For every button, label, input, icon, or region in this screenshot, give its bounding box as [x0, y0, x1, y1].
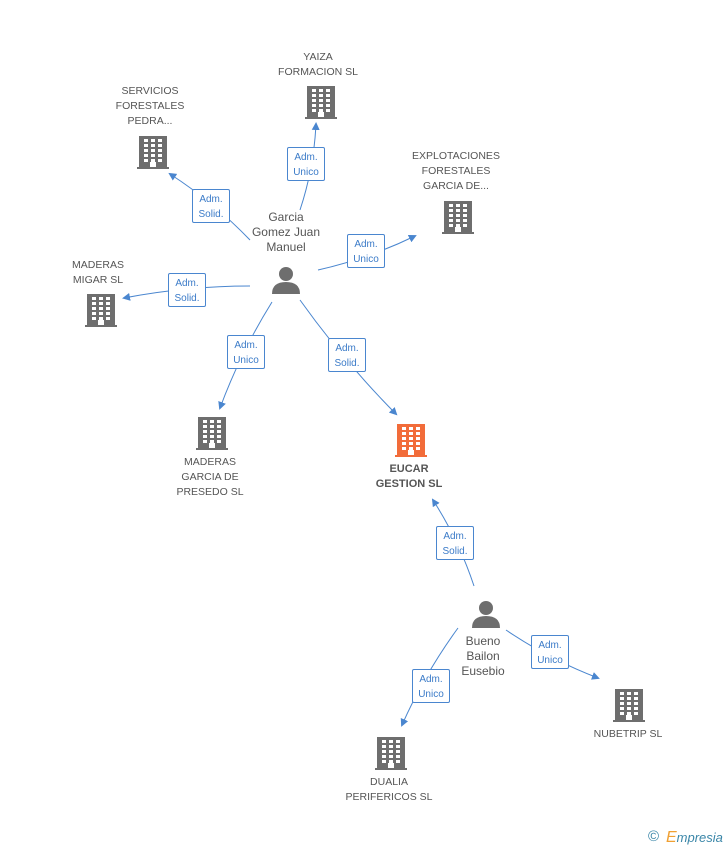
- company-label-maderas_garcia[interactable]: MADERAS GARCIA DE PRESEDO SL: [176, 456, 244, 498]
- person-label-bueno[interactable]: Bueno Bailon Eusebio: [461, 634, 505, 678]
- edge-label-bueno-nubetrip[interactable]: Adm. Unico: [531, 635, 569, 669]
- company-label-dualia[interactable]: DUALIA PERIFERICOS SL: [345, 776, 433, 803]
- building-icon-maderas_garcia[interactable]: [196, 417, 228, 450]
- building-icon-dualia[interactable]: [375, 737, 407, 770]
- company-label-nubetrip[interactable]: NUBETRIP SL: [593, 728, 663, 740]
- company-label-servicios[interactable]: SERVICIOS FORESTALES PEDRA...: [115, 85, 185, 127]
- edge-label-garcia-yaiza[interactable]: Adm. Unico: [287, 147, 325, 181]
- building-icon-servicios[interactable]: [137, 136, 169, 169]
- company-label-maderas_migar[interactable]: MADERAS MIGAR SL: [72, 259, 124, 286]
- building-icon-yaiza[interactable]: [305, 86, 337, 119]
- edge-label-garcia-explotaciones[interactable]: Adm. Unico: [347, 234, 385, 268]
- edge-label-garcia-maderas_migar[interactable]: Adm. Solid.: [168, 273, 206, 307]
- footer-brand[interactable]: © Empresia: [648, 828, 728, 848]
- building-icon-eucar[interactable]: [395, 424, 427, 457]
- edge-label-garcia-servicios[interactable]: Adm. Solid.: [192, 189, 230, 223]
- person-label-garcia[interactable]: Garcia Gomez Juan Manuel: [251, 210, 321, 254]
- copyright-icon: ©: [648, 828, 660, 845]
- company-label-yaiza[interactable]: YAIZA FORMACION SL: [278, 51, 358, 78]
- edge-label-bueno-eucar[interactable]: Adm. Solid.: [436, 526, 474, 560]
- company-label-explotaciones[interactable]: EXPLOTACIONES FORESTALES GARCIA DE...: [412, 150, 500, 192]
- building-icon-explotaciones[interactable]: [442, 201, 474, 234]
- person-icon-garcia[interactable]: [272, 267, 300, 294]
- brand-logo[interactable]: Empresia: [666, 829, 723, 846]
- edge-label-bueno-dualia[interactable]: Adm. Unico: [412, 669, 450, 703]
- edge-label-garcia-eucar[interactable]: Adm. Solid.: [328, 338, 366, 372]
- person-icon-bueno[interactable]: [472, 601, 500, 628]
- edge-label-garcia-maderas_garcia[interactable]: Adm. Unico: [227, 335, 265, 369]
- company-label-eucar[interactable]: EUCAR GESTION SL: [375, 463, 443, 490]
- building-icon-nubetrip[interactable]: [613, 689, 645, 722]
- building-icon-maderas_migar[interactable]: [85, 294, 117, 327]
